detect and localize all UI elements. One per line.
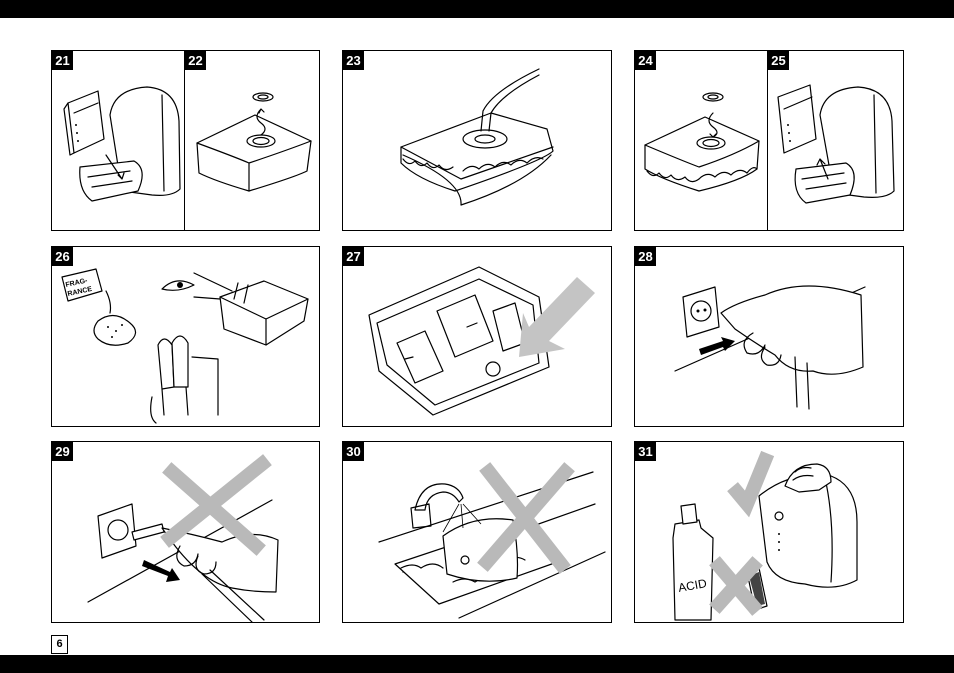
panel-29: 29 — [51, 441, 320, 623]
illustration-25 — [768, 51, 904, 231]
panel-number: 29 — [52, 442, 73, 461]
illustration-22 — [185, 51, 320, 231]
panel-number: 31 — [635, 442, 656, 461]
panel-24: 24 — [634, 50, 769, 231]
panel-28: 28 — [634, 246, 904, 427]
panel-number: 23 — [343, 51, 364, 70]
panel-26: FRAG- RANCE 26 — [51, 246, 320, 427]
illustration-27 — [343, 247, 612, 427]
panel-number: 30 — [343, 442, 364, 461]
top-black-bar — [0, 0, 954, 18]
panel-27: 27 — [342, 246, 612, 427]
illustration-30 — [343, 442, 612, 623]
illustration-28 — [635, 247, 904, 427]
panel-number: 27 — [343, 247, 364, 266]
panel-number: 28 — [635, 247, 656, 266]
panel-23: 23 — [342, 50, 612, 231]
bottom-black-bar — [0, 655, 954, 673]
illustration-21 — [52, 51, 186, 231]
panel-number: 22 — [185, 51, 206, 70]
panel-31: ACID 31 — [634, 441, 904, 623]
illustration-24 — [635, 51, 769, 231]
panel-30: 30 — [342, 441, 612, 623]
panel-21: 21 — [51, 50, 186, 231]
illustration-23 — [343, 51, 612, 231]
illustration-31: ACID — [635, 442, 904, 623]
panel-25: 25 — [767, 50, 904, 231]
illustration-29 — [52, 442, 320, 623]
panel-number: 26 — [52, 247, 73, 266]
illustration-26: FRAG- RANCE — [52, 247, 320, 427]
page-number: 6 — [51, 635, 68, 654]
panel-number: 21 — [52, 51, 73, 70]
panel-22: 22 — [184, 50, 320, 231]
panel-number: 24 — [635, 51, 656, 70]
panel-number: 25 — [768, 51, 789, 70]
